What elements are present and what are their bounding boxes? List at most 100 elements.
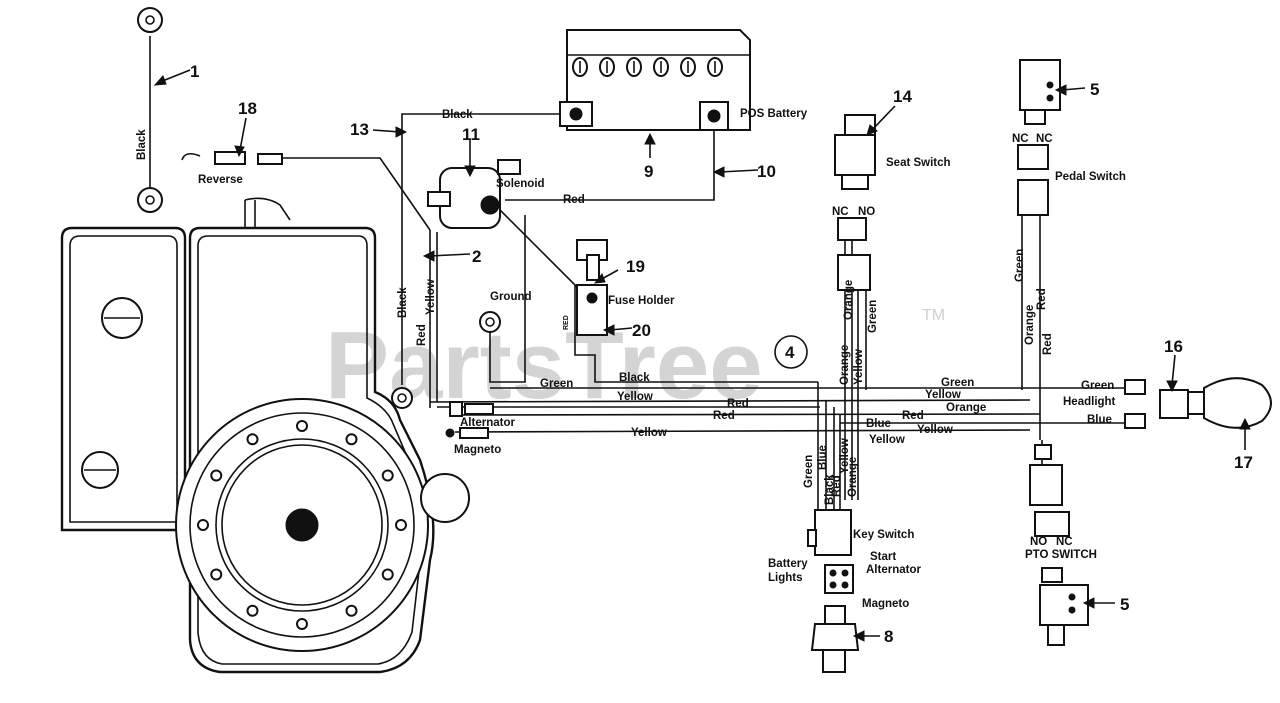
flywheel-bolt-icon bbox=[345, 604, 358, 617]
flywheel-bolt-icon bbox=[246, 604, 259, 617]
wire-label-orange: Orange bbox=[839, 345, 851, 385]
wire-label-green: Green bbox=[941, 377, 974, 389]
wire-label-red: Red bbox=[416, 324, 428, 346]
wire-label-red: Red bbox=[902, 410, 924, 422]
wire-label-black: Black bbox=[442, 109, 473, 121]
alternator-connector bbox=[445, 401, 494, 439]
label-seat-nc: NC bbox=[832, 206, 849, 218]
callout-20: 20 bbox=[632, 321, 651, 340]
callout-9: 9 bbox=[644, 162, 653, 181]
callout-4: 4 bbox=[785, 343, 795, 362]
wire-label-red: Red bbox=[727, 398, 749, 410]
callout-19: 19 bbox=[626, 257, 645, 276]
wire-label-yellow: Yellow bbox=[617, 391, 653, 403]
flywheel-bolt-icon bbox=[246, 433, 259, 446]
label-pedal-nc-2: NC bbox=[1036, 133, 1053, 145]
label-fuse-holder: Fuse Holder bbox=[608, 295, 675, 307]
wire-label-red: Red bbox=[563, 194, 585, 206]
label-pto-no: NO bbox=[1030, 536, 1047, 548]
wire-label-black: Black bbox=[619, 372, 650, 384]
callout-17: 17 bbox=[1234, 453, 1253, 472]
callout-18: 18 bbox=[238, 99, 257, 118]
label-key-switch: Key Switch bbox=[853, 529, 914, 541]
wire-label-blue: Blue bbox=[817, 445, 829, 470]
wire-label-yellow: Yellow bbox=[425, 279, 437, 315]
wire-label-yellow: Yellow bbox=[631, 427, 667, 439]
wire-label-orange: Orange bbox=[843, 280, 855, 320]
label-magneto-terminal: Magneto bbox=[862, 598, 909, 610]
engine-hub-icon bbox=[420, 473, 470, 523]
ground-cable bbox=[137, 7, 163, 213]
flywheel-bolt-icon bbox=[381, 469, 394, 482]
wire-label-yellow: Yellow bbox=[917, 424, 953, 436]
callout-5-top: 5 bbox=[1090, 80, 1099, 99]
label-fuse-red: RED bbox=[563, 315, 570, 330]
flywheel-bolt-icon bbox=[296, 618, 308, 630]
wire-label-red: Red bbox=[1036, 288, 1048, 310]
wire-label-red: Red bbox=[831, 475, 843, 497]
wire-label-black: Black bbox=[824, 474, 836, 505]
flywheel-bolt-icon bbox=[395, 519, 407, 531]
flywheel-bolt-icon bbox=[210, 469, 223, 482]
engine bbox=[60, 197, 470, 674]
label-seat-no: NO bbox=[858, 206, 875, 218]
flywheel-bolt-icon bbox=[345, 433, 358, 446]
callout-16: 16 bbox=[1164, 337, 1183, 356]
seat-switch-icon bbox=[834, 114, 876, 291]
label-battery: Battery bbox=[768, 558, 808, 570]
ground-ring-icon bbox=[479, 311, 501, 333]
wire-label-green: Green bbox=[1014, 249, 1026, 282]
callout-1: 1 bbox=[190, 62, 199, 81]
callout-2: 2 bbox=[472, 247, 481, 266]
wire-label-green: Green bbox=[1081, 380, 1114, 392]
headlight-connectors bbox=[1124, 379, 1189, 429]
label-pto-switch: PTO SWITCH bbox=[1025, 549, 1097, 561]
label-lights: Lights bbox=[768, 572, 803, 584]
label-solenoid: Solenoid bbox=[496, 178, 545, 190]
label-pedal-nc-1: NC bbox=[1012, 133, 1029, 145]
wire-harness bbox=[149, 36, 1125, 510]
label-start: Start bbox=[870, 551, 896, 563]
wire-label-green: Green bbox=[867, 300, 879, 333]
callout-5-bottom: 5 bbox=[1120, 595, 1129, 614]
wire-label-red: Red bbox=[713, 410, 735, 422]
callout-circle-4 bbox=[774, 335, 808, 369]
wire-label-yellow: Yellow bbox=[839, 438, 851, 474]
fuse-holder-icon bbox=[576, 239, 608, 336]
black-ring-terminal bbox=[391, 387, 413, 409]
label-pto-nc: NC bbox=[1056, 536, 1073, 548]
wire-label-red: Red bbox=[1042, 333, 1054, 355]
wire-label-black: Black bbox=[397, 287, 409, 318]
wire-label-blue: Blue bbox=[1087, 414, 1112, 426]
watermark-trademark: TM bbox=[922, 307, 945, 324]
flywheel-bolt-icon bbox=[197, 519, 209, 531]
pto-switch-icon bbox=[1029, 444, 1089, 646]
callout-11: 11 bbox=[462, 125, 480, 144]
label-seat-switch: Seat Switch bbox=[886, 157, 951, 169]
wire-label-blue: Blue bbox=[866, 418, 891, 430]
wire-label-yellow: Yellow bbox=[925, 389, 961, 401]
flywheel-bolt-icon bbox=[296, 420, 308, 432]
solenoid-icon bbox=[427, 159, 521, 229]
callout-10: 10 bbox=[757, 162, 776, 181]
callout-13: 13 bbox=[350, 120, 369, 139]
label-reverse: Reverse bbox=[198, 174, 243, 186]
label-ground: Ground bbox=[490, 291, 532, 303]
wire-label-orange: Orange bbox=[847, 457, 859, 497]
label-alternator: Alternator bbox=[460, 417, 515, 429]
flywheel-bolt-icon bbox=[210, 568, 223, 581]
label-headlight: Headlight bbox=[1063, 396, 1116, 408]
headlight-bulb-icon bbox=[1187, 377, 1272, 429]
label-pedal-switch: Pedal Switch bbox=[1055, 171, 1126, 183]
callout-14: 14 bbox=[893, 87, 912, 106]
sender-icon bbox=[810, 605, 860, 673]
wire-label-green: Green bbox=[803, 455, 815, 488]
battery-icon bbox=[559, 29, 751, 131]
label-magneto: Magneto bbox=[454, 444, 501, 456]
callout-arrows bbox=[153, 69, 1251, 642]
reverse-switch-icon bbox=[181, 151, 283, 165]
key-switch-icon bbox=[807, 509, 854, 594]
wire-label-yellow: Yellow bbox=[869, 434, 905, 446]
flywheel-bolt-icon bbox=[381, 568, 394, 581]
